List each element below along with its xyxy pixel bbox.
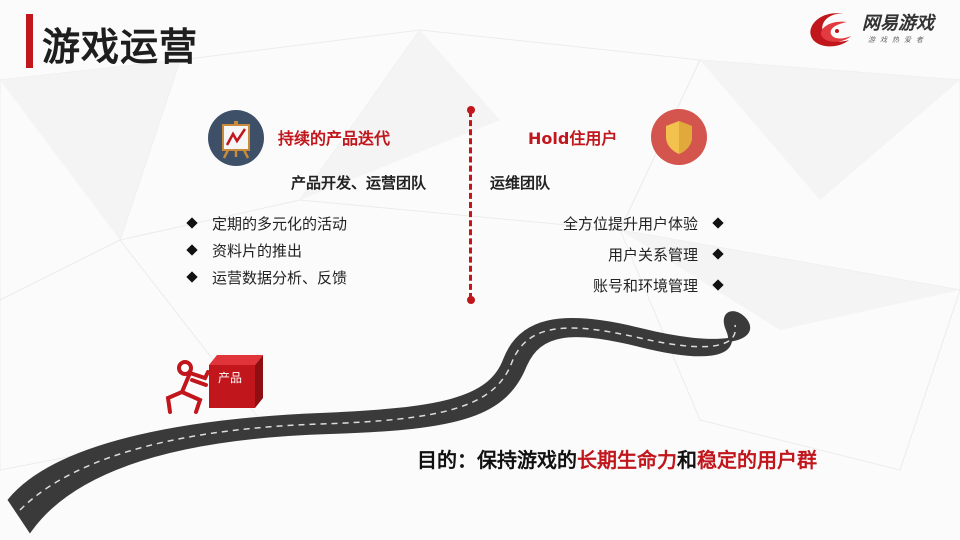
- shield-icon: [651, 109, 707, 165]
- right-list: 全方位提升用户体验 用户关系管理 账号和环境管理: [563, 214, 724, 307]
- left-team: 产品开发、运营团队: [291, 174, 427, 192]
- goal-prefix: 目的：保持游戏的: [417, 448, 577, 472]
- goal-highlight-1: 长期生命力: [577, 448, 677, 472]
- product-box: [209, 355, 263, 408]
- netease-games-logo: [810, 13, 851, 47]
- center-divider: [469, 111, 472, 299]
- list-item: 定期的多元化的活动: [186, 214, 347, 241]
- right-team: 运维团队: [490, 174, 551, 192]
- left-heading: 持续的产品迭代: [278, 129, 391, 148]
- logo-subtext: 游戏热爱者: [868, 36, 928, 44]
- logo-text: 网易游戏: [862, 13, 934, 34]
- goal-highlight-2: 稳定的用户群: [697, 448, 817, 472]
- list-item: 运营数据分析、反馈: [186, 268, 347, 295]
- list-item: 账号和环境管理: [563, 276, 724, 307]
- list-item: 全方位提升用户体验: [563, 214, 724, 245]
- goal-connector: 和: [677, 448, 697, 472]
- goal-statement: 目的：保持游戏的长期生命力和稳定的用户群: [417, 444, 817, 473]
- list-item: 资料片的推出: [186, 241, 347, 268]
- slide-title: 游戏运营: [42, 25, 199, 69]
- divider-bottom-dot: [467, 296, 475, 304]
- title-accent-bar: [26, 14, 33, 68]
- list-item: 用户关系管理: [563, 245, 724, 276]
- divider-top-dot: [467, 106, 475, 114]
- product-box-label: 产品: [218, 371, 243, 385]
- easel-chart-icon: [208, 110, 264, 166]
- left-list: 定期的多元化的活动 资料片的推出 运营数据分析、反馈: [186, 214, 347, 295]
- pushing-figure-icon: [165, 360, 210, 414]
- right-heading: Hold住用户: [528, 129, 618, 148]
